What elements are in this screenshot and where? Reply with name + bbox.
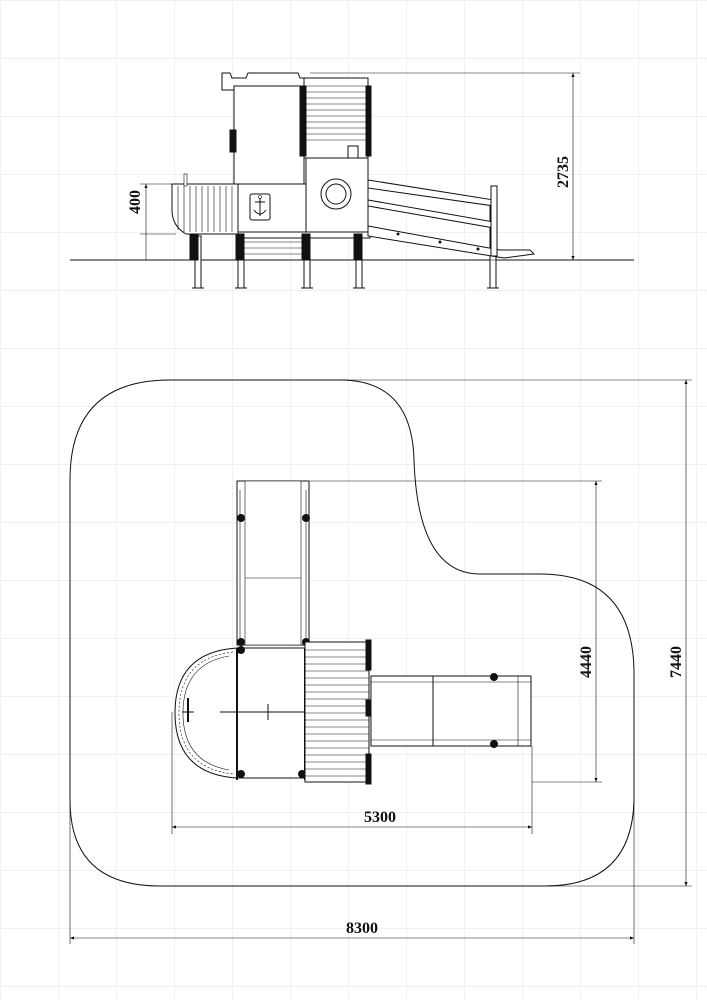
elevation-view: 2735 400 bbox=[70, 72, 634, 289]
anchor-icon bbox=[249, 193, 271, 221]
dim-label-depth-equipment: 4440 bbox=[578, 646, 595, 678]
top-bridge bbox=[236, 480, 310, 646]
slatted-platform bbox=[304, 639, 372, 785]
dim-depth-equipment: 4440 bbox=[310, 480, 602, 783]
slide bbox=[367, 179, 536, 259]
dim-label-width-equipment: 5300 bbox=[364, 809, 396, 826]
dim-height-total: 2735 bbox=[310, 72, 580, 261]
tower bbox=[221, 72, 372, 261]
dim-depth-safety-zone: 7440 bbox=[340, 379, 692, 887]
dim-width-equipment: 5300 bbox=[171, 712, 533, 834]
dim-platform-height: 400 bbox=[127, 183, 176, 260]
bow-rail bbox=[171, 173, 239, 261]
dim-label-width-safety-zone: 8300 bbox=[346, 920, 378, 937]
dim-label-height-total: 2735 bbox=[555, 156, 572, 188]
dim-width-safety-zone: 8300 bbox=[69, 800, 635, 944]
safety-zone-outline bbox=[69, 379, 635, 887]
plan-slide bbox=[365, 673, 532, 748]
main-deck bbox=[174, 646, 306, 780]
platform-slats bbox=[305, 649, 369, 777]
dim-label-platform-height: 400 bbox=[127, 190, 144, 214]
plan-view: 4440 7440 5300 8300 bbox=[69, 379, 692, 944]
roof-slats bbox=[304, 85, 368, 141]
dim-label-depth-safety-zone: 7440 bbox=[668, 646, 685, 678]
